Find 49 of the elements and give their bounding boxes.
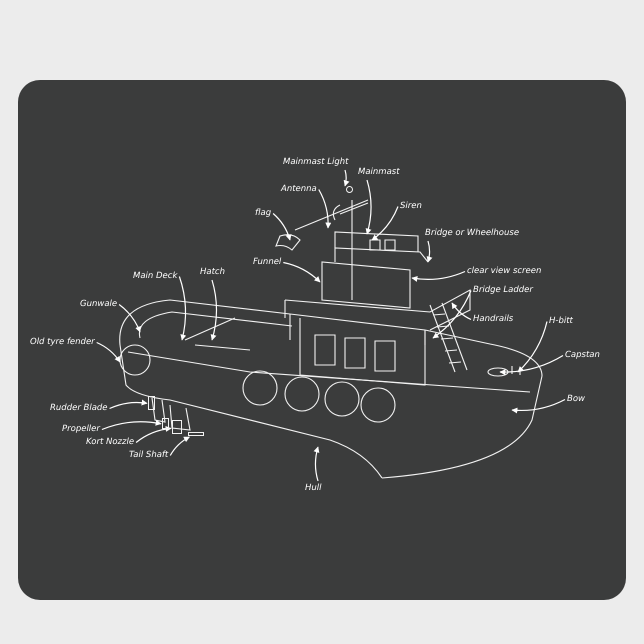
leader-line (511, 398, 566, 414)
part-label: Gunwale (80, 299, 118, 310)
leader-line (178, 276, 186, 341)
part-label: flag (255, 208, 272, 219)
leader-line (411, 270, 466, 282)
part-label: Mainmast (358, 167, 400, 178)
leader-line (499, 354, 564, 376)
part-label: Hull (305, 483, 322, 494)
part-label: Capstan (565, 350, 600, 361)
part-label: Kort Nozzle (86, 437, 134, 448)
leader-line (372, 206, 399, 240)
leader-line (170, 436, 190, 456)
shaft-bar (188, 432, 204, 436)
mast-light-circle (346, 186, 353, 193)
leader-line (366, 180, 372, 235)
part-label: Main Deck (133, 271, 178, 282)
leader-line (452, 302, 472, 320)
leader-line (432, 290, 472, 338)
part-label: Propeller (62, 424, 100, 435)
part-outline (148, 396, 155, 410)
part-label: Bridge Ladder (473, 285, 533, 296)
part-label: Antenna (281, 184, 317, 195)
leader-line (102, 420, 162, 430)
part-label: H-bitt (549, 316, 573, 327)
leader-line (136, 426, 172, 443)
leader-line (426, 240, 432, 263)
leader-line (344, 170, 350, 186)
part-label: Old tyre fender (30, 337, 95, 348)
part-label: Hatch (200, 267, 225, 278)
leader-line (518, 321, 548, 372)
leader-line (314, 446, 320, 482)
part-label: Rudder Blade (50, 403, 108, 414)
leader-line (118, 304, 141, 333)
part-label: Bridge or Wheelhouse (425, 228, 520, 239)
leader-line (283, 262, 320, 282)
part-label: Tail Shaft (129, 450, 168, 461)
leader-line (96, 342, 120, 362)
part-label: Funnel (253, 257, 282, 268)
leader-line (109, 400, 148, 410)
part-outline (162, 418, 169, 429)
part-label: Mainmast Light (283, 157, 348, 168)
part-outline (172, 420, 182, 434)
leader-line (272, 213, 292, 241)
part-label: Handrails (473, 314, 514, 325)
leader-line (318, 189, 332, 229)
part-label: Bow (567, 394, 585, 405)
part-label: Siren (400, 201, 422, 212)
part-label: clear view screen (467, 266, 542, 277)
leader-line (210, 280, 218, 341)
